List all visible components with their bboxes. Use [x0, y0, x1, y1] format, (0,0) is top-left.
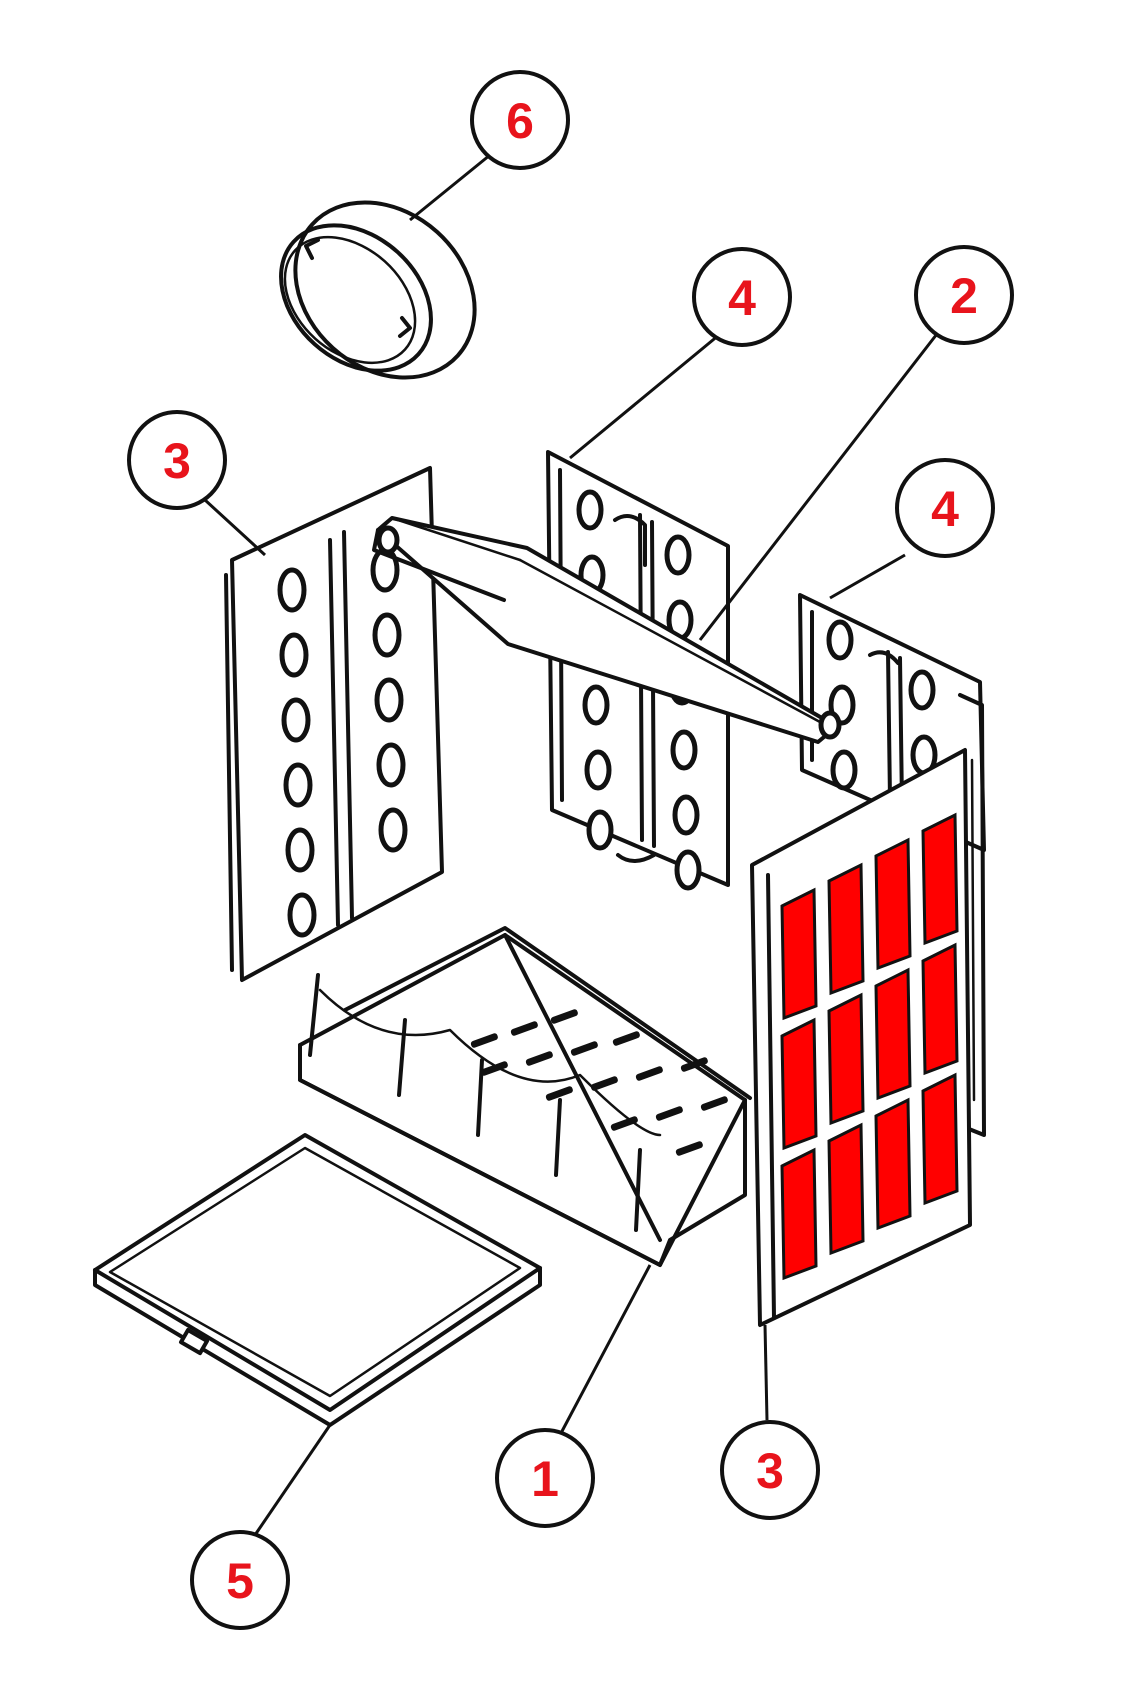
highlight-cell [874, 967, 912, 1101]
callout-label: 4 [931, 481, 959, 537]
callout-label: 5 [226, 1553, 254, 1609]
callout-3-left: 3 [127, 410, 227, 510]
callout-2: 2 [914, 245, 1014, 345]
callout-4-back: 4 [692, 247, 792, 347]
part-2-baffle [372, 516, 842, 744]
callout-4-right: 4 [895, 458, 995, 558]
highlight-cell [780, 1017, 818, 1151]
callout-6: 6 [470, 70, 570, 170]
callout-label: 6 [506, 93, 534, 149]
highlight-cell [780, 887, 818, 1021]
highlight-cell [827, 1122, 865, 1256]
part-5-ash-pan [93, 1133, 542, 1427]
highlight-cell [827, 992, 865, 1126]
part-6-ring-collar [279, 200, 477, 380]
highlight-cell [874, 1097, 912, 1231]
leader-lines [203, 153, 942, 1536]
highlight-cell [921, 1072, 959, 1206]
callout-label: 1 [531, 1451, 559, 1507]
highlight-cell [780, 1147, 818, 1281]
highlight-cell [874, 837, 912, 971]
callout-label: 3 [163, 433, 191, 489]
part-3-front-panel-highlighted [750, 748, 972, 1327]
left-panel-holes [277, 547, 408, 938]
callout-label: 2 [950, 268, 978, 324]
highlighted-cells [780, 812, 959, 1281]
highlight-cell [827, 862, 865, 996]
callout-5: 5 [190, 1530, 290, 1630]
grate-slots [470, 1009, 728, 1156]
part-3-left-panel [224, 466, 444, 982]
highlight-cell [921, 812, 959, 946]
callout-1: 1 [495, 1428, 595, 1528]
part-1-grate [298, 926, 752, 1267]
callout-label: 4 [728, 270, 756, 326]
highlight-cell [921, 942, 959, 1076]
callout-3-right: 3 [720, 1420, 820, 1520]
callout-label: 3 [756, 1443, 784, 1499]
